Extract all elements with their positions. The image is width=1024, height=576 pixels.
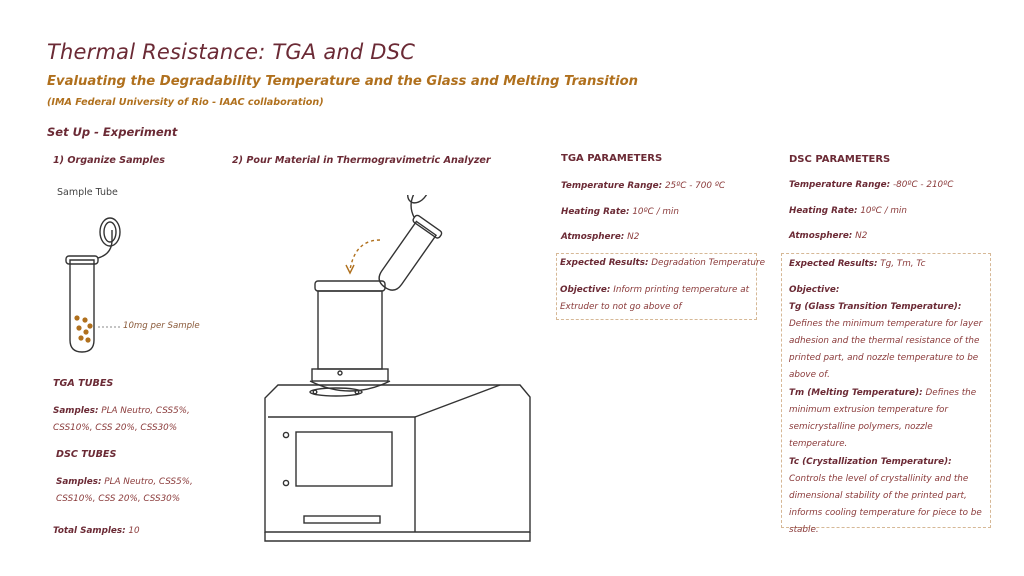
dsc-objective-label: Objective: (789, 285, 840, 295)
page-title: Thermal Resistance: TGA and DSC (47, 40, 416, 64)
tga-expected-results: Expected Results: Degradation Temperatur… (560, 258, 765, 268)
sample-tube-icon (65, 217, 121, 353)
dsc-expected-results: Expected Results: Tg, Tm, Tc (789, 259, 926, 269)
dsc-temp-range: Temperature Range: -80ºC - 210ºC (789, 180, 954, 190)
sample-tube-label: Sample Tube (57, 187, 118, 198)
setup-title: Set Up - Experiment (47, 125, 178, 139)
step-1-label: 1) Organize Samples (53, 155, 165, 166)
tga-tubes-title: TGA TUBES (53, 378, 114, 389)
total-samples: Total Samples: 10 (53, 526, 140, 536)
tga-temp-range: Temperature Range: 25ºC - 700 ºC (561, 181, 726, 191)
tga-objective: Objective: Inform printing temperature a… (560, 285, 750, 312)
tga-params-title: TGA PARAMETERS (561, 153, 663, 164)
step-2-label: 2) Pour Material in Thermogravimetric An… (232, 155, 491, 166)
thermogravimetric-analyzer-icon (264, 195, 531, 542)
tga-samples-line2: CSS10%, CSS 20%, CSS30% (53, 423, 178, 433)
dsc-tubes-title: DSC TUBES (56, 449, 117, 460)
page-subtitle: Evaluating the Degradability Temperature… (47, 74, 639, 89)
sample-amount-note: 10mg per Sample (123, 321, 200, 331)
tga-samples-line1: Samples: PLA Neutro, CSS5%, (53, 406, 190, 416)
dsc-params-title: DSC PARAMETERS (789, 154, 891, 165)
dsc-results-box (781, 253, 991, 528)
dsc-samples-line1: Samples: PLA Neutro, CSS5%, (56, 477, 193, 487)
collaboration-note: (IMA Federal University of Rio - IAAC co… (47, 97, 324, 108)
leader-line (98, 326, 122, 328)
dsc-tm-description: Tm (Melting Temperature): Defines the mi… (789, 388, 977, 449)
dsc-tc-description: Tc (Crystallization Temperature): Contro… (789, 457, 982, 535)
dsc-heating-rate: Heating Rate: 10ºC / min (789, 206, 907, 216)
dsc-tg-description: Tg (Glass Transition Temperature): Defin… (789, 302, 983, 380)
dsc-atmosphere: Atmosphere: N2 (789, 231, 868, 241)
tga-atmosphere: Atmosphere: N2 (561, 232, 640, 242)
dsc-samples-line2: CSS10%, CSS 20%, CSS30% (56, 494, 181, 504)
tga-results-box (556, 253, 757, 320)
tga-heating-rate: Heating Rate: 10ºC / min (561, 207, 679, 217)
